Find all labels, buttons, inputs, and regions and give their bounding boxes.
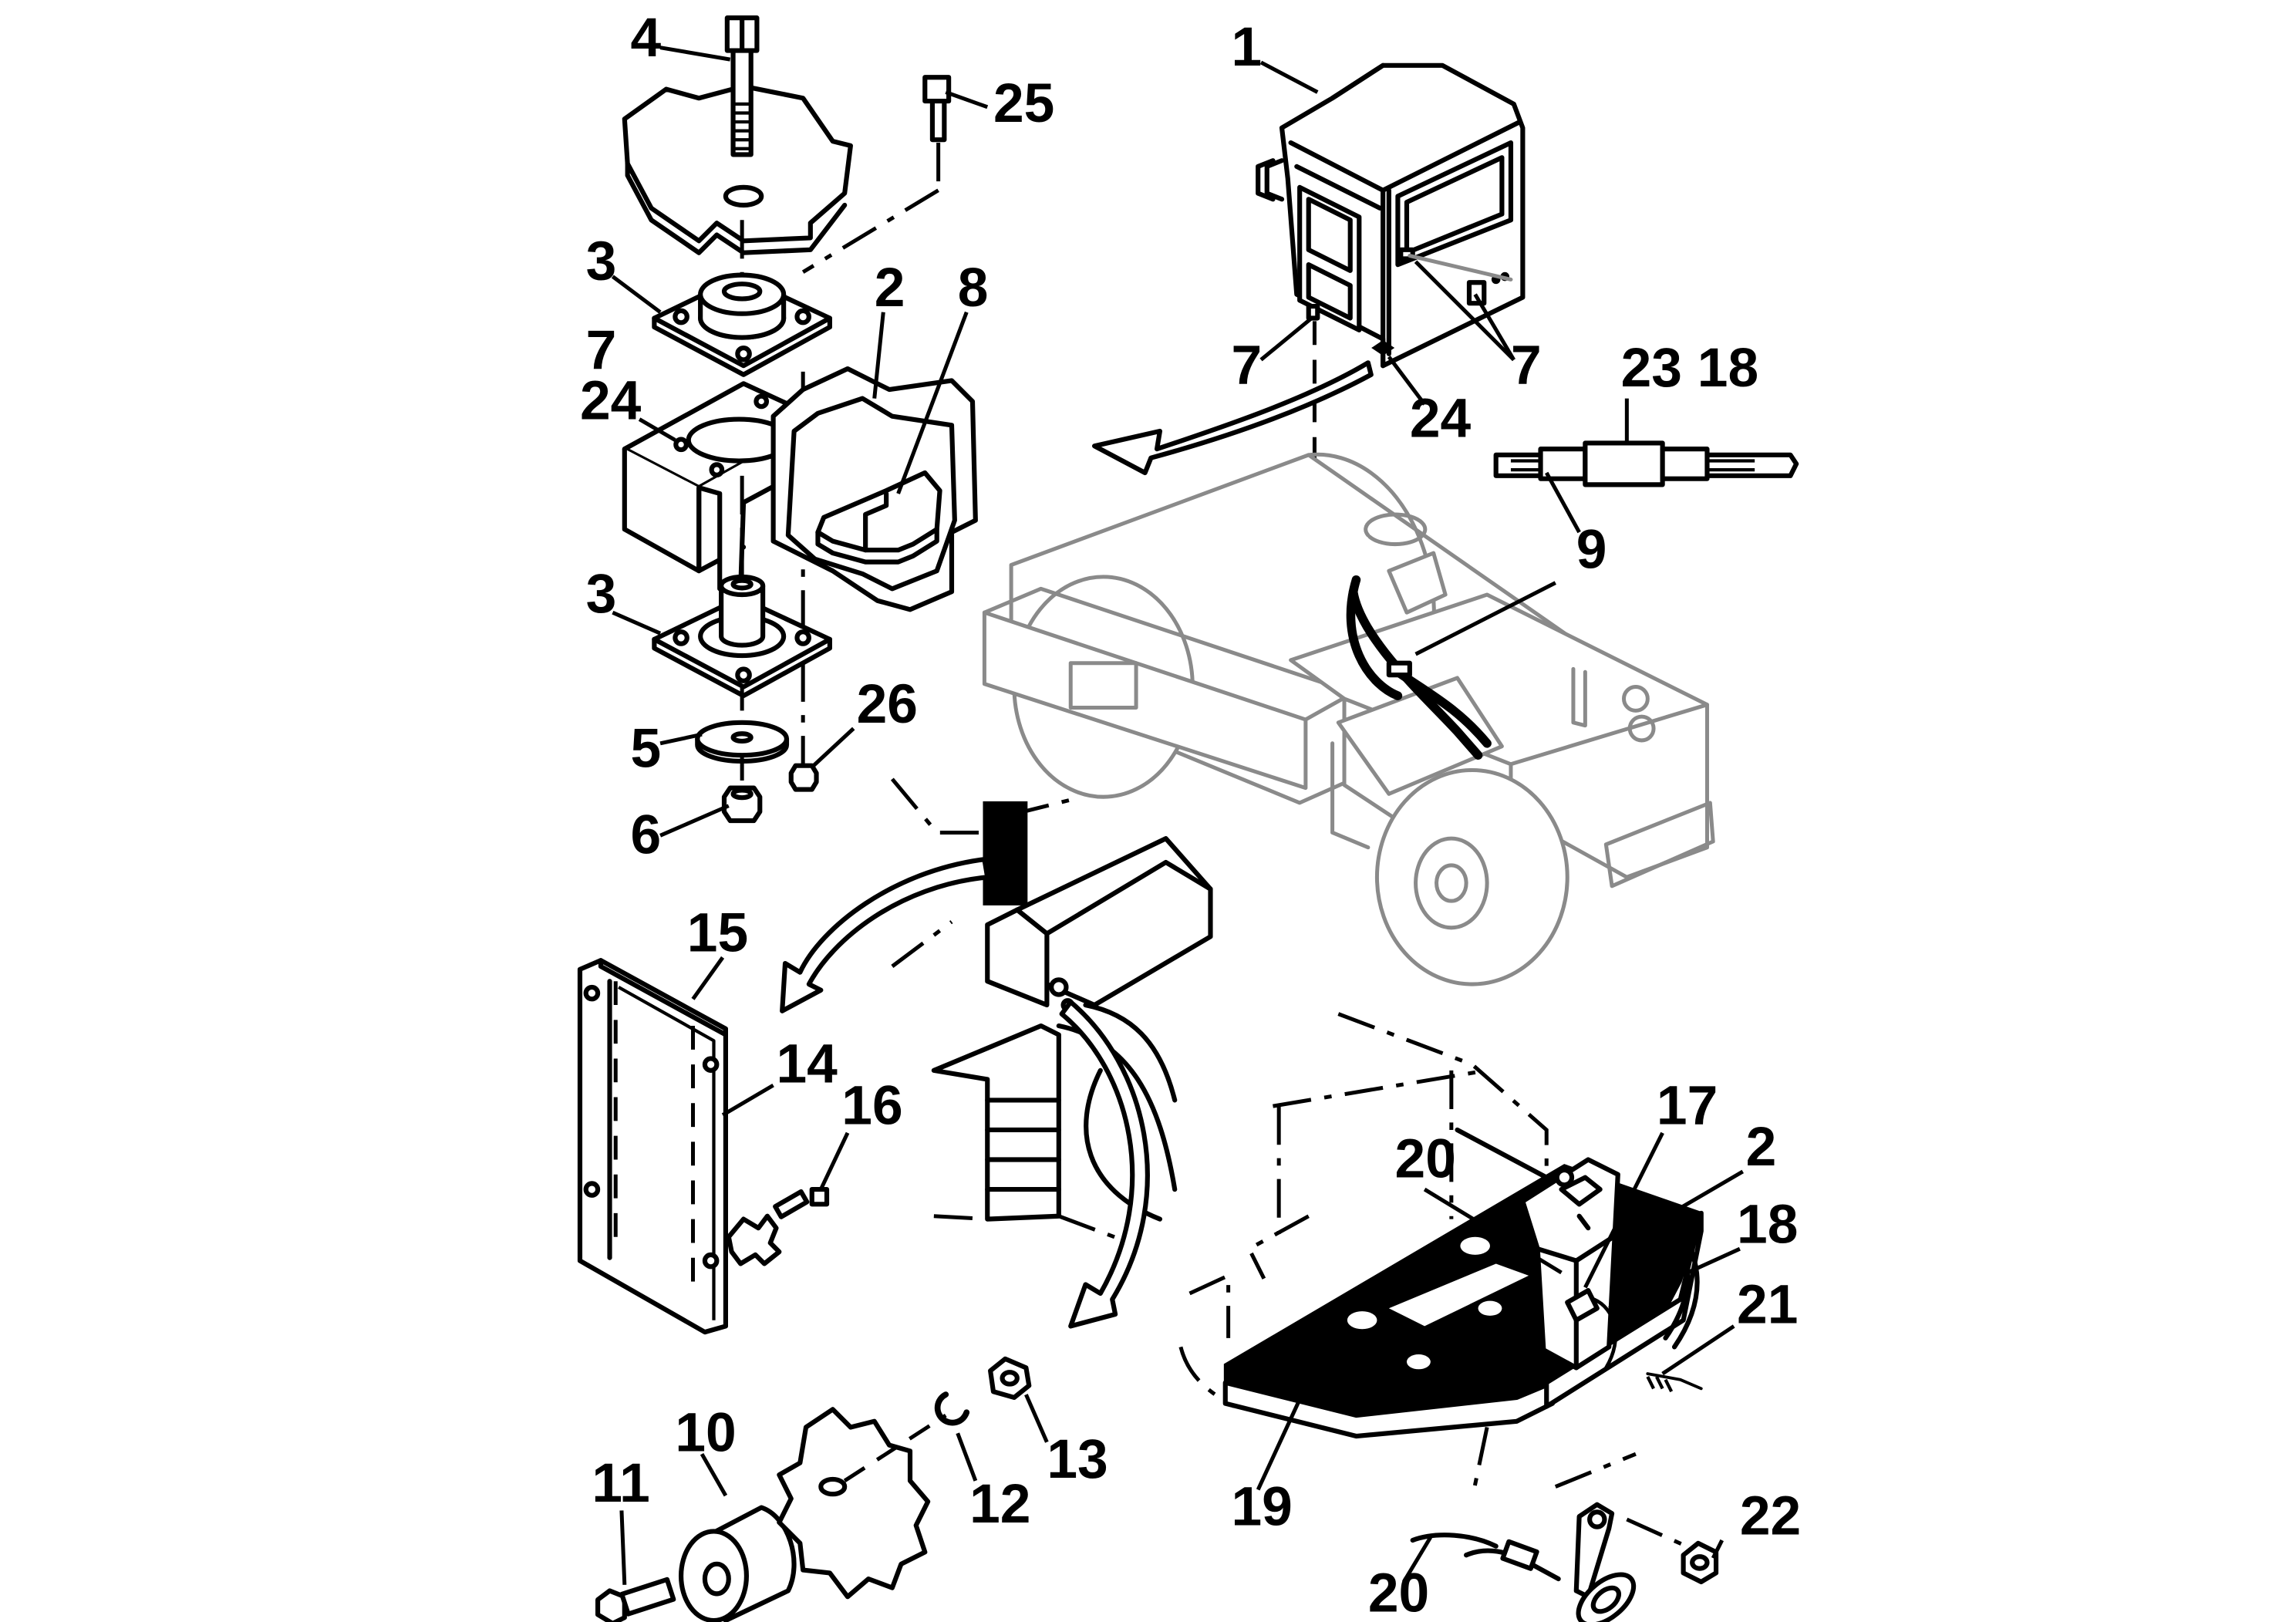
horn-assembly <box>1410 1452 1719 1622</box>
callout-13: 13 <box>1047 1428 1108 1490</box>
callout-4: 4 <box>631 7 662 69</box>
callout-25: 25 <box>993 73 1054 134</box>
rear-section <box>1178 1012 1704 1499</box>
side-section <box>890 777 1213 1245</box>
nut-26 <box>788 763 819 792</box>
callout-11: 11 <box>592 1452 649 1514</box>
cab-mount-assembly <box>622 15 978 824</box>
callout-24: 24 <box>1410 388 1472 450</box>
callout-15: 15 <box>687 902 748 964</box>
callout-26: 26 <box>857 673 918 735</box>
cover-panel <box>577 958 729 1335</box>
callout-12: 12 <box>969 1473 1030 1535</box>
assembly-arrow-left <box>780 857 990 1013</box>
callout-8: 8 <box>958 257 989 319</box>
callout-20: 20 <box>1368 1563 1429 1622</box>
knob-16 <box>726 1186 830 1266</box>
washer-5 <box>695 720 790 764</box>
cab <box>1256 62 1526 759</box>
cab-floor-section <box>770 366 978 612</box>
callout-3: 3 <box>586 230 617 292</box>
callout-24: 24 <box>580 370 642 432</box>
callout-1: 1 <box>1231 16 1262 78</box>
callout-19: 19 <box>1231 1476 1292 1538</box>
callout-10: 10 <box>675 1401 736 1463</box>
bumper-10 <box>679 1505 797 1622</box>
callout-20: 20 <box>1395 1128 1456 1190</box>
callout-18: 18 <box>1737 1193 1798 1255</box>
bolt-4 <box>724 15 760 157</box>
callout-3: 3 <box>586 563 617 625</box>
callout-17: 17 <box>1657 1074 1718 1136</box>
callout-23-18: 23 18 <box>1621 337 1759 399</box>
callout-2: 2 <box>1746 1116 1777 1178</box>
assembly-arrow-cab <box>1092 360 1374 476</box>
road-roller <box>982 452 1715 986</box>
mount-plate-lower <box>652 574 832 699</box>
leader-lines <box>611 46 1745 1585</box>
mount-plate-upper <box>652 272 832 377</box>
lock-washer-12 <box>934 1391 970 1426</box>
bolt-11 <box>595 1576 676 1622</box>
callout-labels: 1 2 2 3 3 4 5 6 7 7 7 8 9 10 11 12 13 14… <box>580 7 1801 1622</box>
reflector-disc <box>777 1407 931 1600</box>
callout-14: 14 <box>776 1033 838 1094</box>
callout-6: 6 <box>631 804 662 865</box>
bolt-25 <box>922 75 952 143</box>
callout-21: 21 <box>1737 1274 1798 1336</box>
callout-5: 5 <box>631 718 662 780</box>
cable-connector-detail <box>1493 440 1799 487</box>
callout-7: 7 <box>586 319 617 381</box>
callout-7: 7 <box>1231 334 1262 396</box>
nut-6 <box>721 785 763 824</box>
callout-16: 16 <box>841 1074 902 1136</box>
cab-floor-fragment <box>622 83 853 244</box>
nut-13 <box>988 1356 1032 1401</box>
callout-9: 9 <box>1576 518 1607 580</box>
assembly-arrow-down <box>1059 1000 1150 1329</box>
callout-7: 7 <box>1511 334 1542 396</box>
callout-22: 22 <box>1740 1485 1801 1546</box>
callout-2: 2 <box>875 257 905 319</box>
